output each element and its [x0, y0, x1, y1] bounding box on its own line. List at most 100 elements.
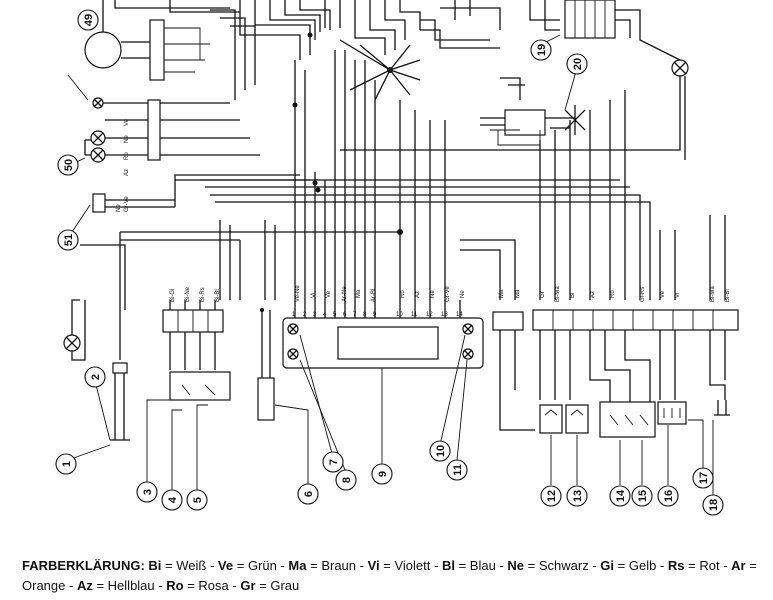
lamp-1-and-connector-2	[63, 299, 130, 441]
callouts: 49 50 51 19 20 1 2 3	[55, 9, 724, 516]
legend-item-gr: Gr = Grau	[240, 578, 300, 593]
legend-code: Ve	[217, 558, 234, 573]
wire-label: Bi-Bl	[215, 289, 221, 302]
pin-number: 13	[441, 312, 448, 318]
legend-item-gi: Gi = Gelb	[600, 558, 657, 573]
svg-text:16: 16	[663, 490, 675, 502]
svg-text:7: 7	[328, 459, 340, 465]
callout-18: 18	[702, 494, 724, 516]
wire-labels-center-right: Ma Ma	[499, 289, 521, 298]
svg-text:12: 12	[546, 490, 558, 502]
wire-label: Ro	[124, 152, 130, 160]
legend-item-ne: Ne = Schwarz	[507, 558, 589, 573]
legend-item-vi: Vi = Violett	[367, 558, 431, 573]
svg-text:13: 13	[572, 490, 584, 502]
legend-color-name: Braun	[321, 558, 357, 573]
wire-label: Ma	[515, 289, 521, 298]
pin-number: 14	[456, 312, 463, 318]
legend-color-name: Grün	[247, 558, 277, 573]
legend-code: Vi	[367, 558, 380, 573]
wire-label: Bi-Bl	[725, 289, 731, 302]
relay-block	[564, 0, 616, 39]
svg-text:6: 6	[303, 491, 315, 497]
callout-15: 15	[631, 485, 653, 507]
pin-number: 8	[363, 312, 367, 318]
wire-label: Ve	[124, 118, 130, 126]
legend-color-name: Schwarz	[538, 558, 589, 573]
wire-label: Ma	[356, 289, 362, 298]
svg-text:2: 2	[90, 374, 102, 380]
svg-text:3: 3	[142, 489, 154, 495]
svg-text:11: 11	[452, 464, 464, 476]
pin-numbers-center: 1 2 3 4 5 6 7 8 9 10 11 12 13 14	[292, 312, 463, 318]
pin-number: 4	[323, 312, 327, 318]
wire-label: Bi-Gi	[170, 289, 176, 302]
svg-text:14: 14	[615, 489, 627, 502]
wire-label: Ro	[610, 290, 616, 298]
wire-label: Az	[124, 169, 130, 176]
legend-color-name: Weiß	[176, 558, 207, 573]
legend-code: Ro	[166, 578, 184, 593]
callout-51: 51	[57, 229, 79, 251]
legend-color-name: Orange	[22, 578, 66, 593]
legend-color-name: Grau	[270, 578, 300, 593]
svg-text:9: 9	[377, 471, 389, 477]
legend-code: Rs	[667, 558, 685, 573]
legend-item-bi: Bi = Weiß	[148, 558, 207, 573]
wire-labels-center: Ve-Ne Vi Ve Ar-Ne Ma Ar-Bl Ro Az Ne Gr-V…	[295, 285, 466, 302]
callout-leaders	[67, 34, 714, 495]
wiring-diagram: Bi-Gi Bi-Ne Bi-Rs Bi-Bl Ve-Ne Vi Ve Ar-N…	[55, 0, 739, 516]
switches-12-13	[539, 404, 589, 434]
color-legend: FARBERKLÄRUNG: Bi = Weiß - Ve = Grün - M…	[22, 556, 772, 596]
switches-14-16	[599, 401, 687, 438]
wire-label: Gr-Ve	[124, 196, 130, 212]
svg-text:18: 18	[708, 499, 720, 511]
wire-label: Gr-Ve	[445, 286, 451, 302]
wire-label: Bi-Rs	[200, 287, 206, 302]
legend-item-ro: Ro = Rosa	[166, 578, 229, 593]
pin-number: 5	[333, 312, 337, 318]
callout-9: 9	[371, 463, 393, 485]
legend-item-az: Az = Hellblau	[76, 578, 155, 593]
pin-number: 1	[292, 312, 296, 318]
wire-label: Ve	[326, 290, 332, 298]
wire-label: Bl	[570, 293, 576, 298]
svg-text:5: 5	[192, 497, 204, 503]
wire-label: Gr	[540, 291, 546, 298]
wire-label: Bi-Ne	[185, 286, 191, 302]
wire-label: Vi	[675, 293, 681, 298]
callout-7: 7	[322, 451, 344, 473]
legend-heading: FARBERKLÄRUNG:	[22, 558, 145, 573]
legend-items: Bi = Weiß - Ve = Grün - Ma = Braun - Vi …	[22, 558, 757, 593]
legend-code: Ma	[288, 558, 307, 573]
callout-13: 13	[566, 485, 588, 507]
wire-label: Ar-Bl	[371, 289, 377, 302]
wire-label: Ne	[460, 290, 466, 298]
callout-49: 49	[77, 9, 99, 31]
wire-labels-right: Gr Bi-Ma Bl Az Ro Gi-Rs Ve Vi Bi-Ma Bi-B…	[540, 286, 731, 302]
svg-text:50: 50	[63, 159, 75, 171]
svg-text:10: 10	[435, 445, 447, 457]
component-49-motor	[84, 0, 210, 81]
svg-text:49: 49	[83, 14, 95, 26]
callout-6: 6	[297, 483, 319, 505]
wire-label: Ne	[124, 135, 130, 143]
wire-label: Bi-Ma	[710, 286, 716, 302]
legend-code: Az	[76, 578, 93, 593]
legend-item-ma: Ma = Braun	[288, 558, 357, 573]
legend-code: Bl	[441, 558, 455, 573]
component-6-sensor	[257, 308, 275, 421]
callout-19: 19	[530, 39, 552, 61]
wire-label: Vi	[311, 293, 317, 298]
svg-text:15: 15	[637, 490, 649, 502]
callout-10: 10	[429, 440, 451, 462]
legend-code: Ar	[731, 558, 746, 573]
connector-left	[162, 300, 231, 401]
wire-label: Az	[590, 291, 596, 298]
legend-item-ar: Ar = Orange	[22, 558, 757, 593]
wire-label: Ne	[116, 204, 122, 212]
legend-item-bl: Bl = Blau	[441, 558, 496, 573]
callout-14: 14	[609, 485, 631, 507]
wire-labels-left: Bi-Gi Bi-Ne Bi-Rs Bi-Bl	[170, 286, 221, 302]
callout-8: 8	[335, 469, 357, 491]
